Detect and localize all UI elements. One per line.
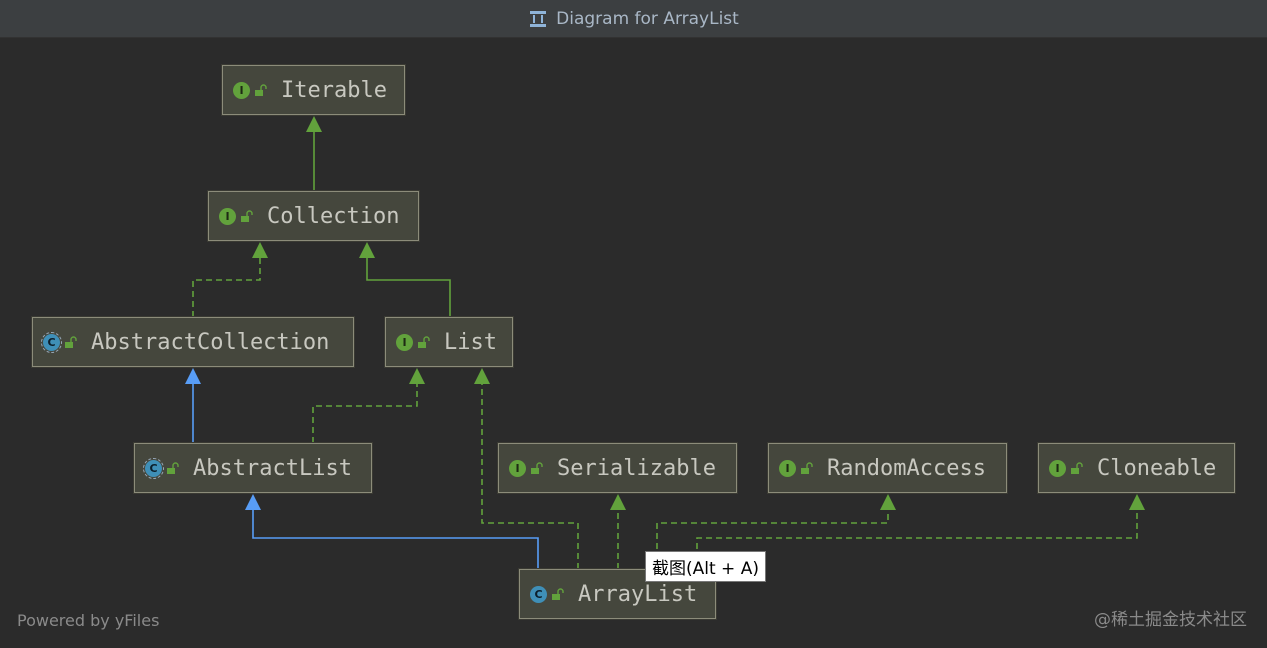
node-label: Cloneable: [1097, 455, 1217, 481]
interface-badge-icon: I: [233, 81, 250, 99]
public-lock-icon: [801, 461, 813, 474]
edge-abstractcollection-collection: [192, 242, 268, 317]
public-lock-icon: [167, 461, 179, 474]
public-lock-icon: [531, 461, 543, 474]
interface-badge-icon: I: [509, 459, 526, 477]
powered-by-label: Powered by yFiles: [17, 611, 160, 630]
interface-badge-icon: I: [779, 459, 796, 477]
edge-collection-iterable: [306, 116, 322, 191]
public-lock-icon: [255, 83, 267, 96]
edge-list-collection: [359, 242, 451, 317]
public-lock-icon: [1071, 461, 1083, 474]
abstract-class-badge-icon: C: [143, 457, 164, 479]
diagram-icon: [530, 10, 547, 27]
edge-arraylist-serializable: [610, 494, 626, 569]
node-label: List: [444, 329, 497, 355]
node-label: ArrayList: [578, 581, 698, 607]
edge-arraylist-randomaccess: [656, 494, 896, 569]
node-serializable[interactable]: I Serializable: [498, 443, 737, 493]
interface-badge-icon: I: [219, 207, 236, 225]
public-lock-icon: [552, 587, 564, 600]
node-cloneable[interactable]: I Cloneable: [1038, 443, 1235, 493]
edge-abstractlist-list: [312, 368, 425, 443]
edge-arraylist-abstractlist: [245, 494, 539, 569]
node-iterable[interactable]: I Iterable: [222, 65, 405, 115]
window-title-bar: Diagram for ArrayList: [0, 0, 1267, 38]
abstract-class-badge-icon: C: [41, 331, 62, 353]
interface-badge-icon: I: [1049, 459, 1066, 477]
screenshot-tooltip: 截图(Alt + A): [645, 551, 766, 582]
interface-badge-icon: I: [396, 333, 413, 351]
watermark-label: @稀土掘金技术社区: [1094, 610, 1247, 630]
node-abstract-list[interactable]: C AbstractList: [134, 443, 372, 493]
node-label: Iterable: [281, 77, 387, 103]
public-lock-icon: [65, 335, 77, 348]
node-label: AbstractList: [193, 455, 352, 481]
node-list[interactable]: I List: [385, 317, 513, 367]
public-lock-icon: [418, 335, 430, 348]
node-collection[interactable]: I Collection: [208, 191, 419, 241]
node-label: Serializable: [557, 455, 716, 481]
class-badge-icon: C: [530, 585, 547, 603]
node-label: AbstractCollection: [91, 329, 330, 355]
edge-abstractlist-abstractcollection: [185, 368, 201, 443]
node-label: RandomAccess: [827, 455, 986, 481]
node-abstract-collection[interactable]: C AbstractCollection: [32, 317, 354, 367]
diagram-canvas[interactable]: I Iterable I Collection C AbstractCollec…: [0, 38, 1267, 648]
window-title: Diagram for ArrayList: [556, 8, 739, 29]
node-label: Collection: [267, 203, 400, 229]
edge-arraylist-list: [474, 368, 579, 569]
node-random-access[interactable]: I RandomAccess: [768, 443, 1007, 493]
public-lock-icon: [241, 209, 253, 222]
